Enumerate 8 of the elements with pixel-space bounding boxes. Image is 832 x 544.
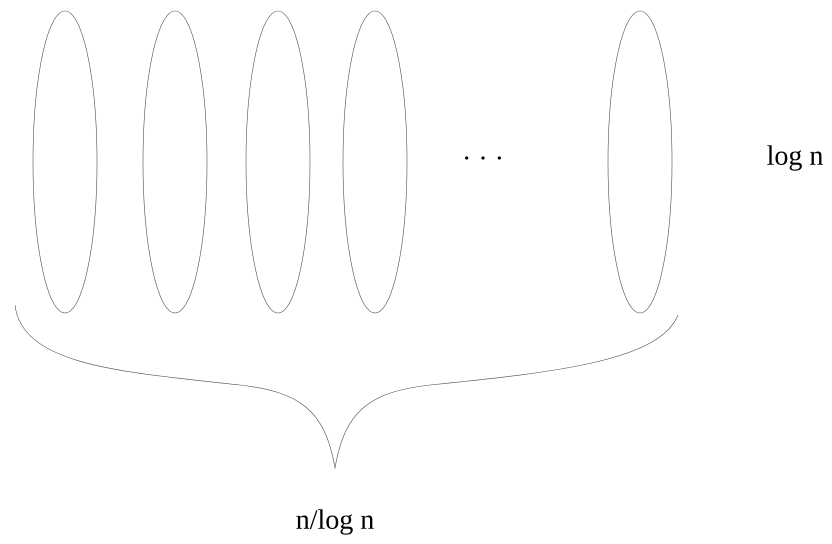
ellipse (246, 10, 310, 314)
count-label: n/log n (296, 509, 374, 535)
ellipse (32, 10, 98, 314)
ellipse (342, 10, 408, 314)
ellipsis: . . . (465, 156, 501, 160)
ellipse (608, 10, 672, 314)
size-label: log n (767, 145, 823, 171)
ellipse (142, 10, 208, 314)
